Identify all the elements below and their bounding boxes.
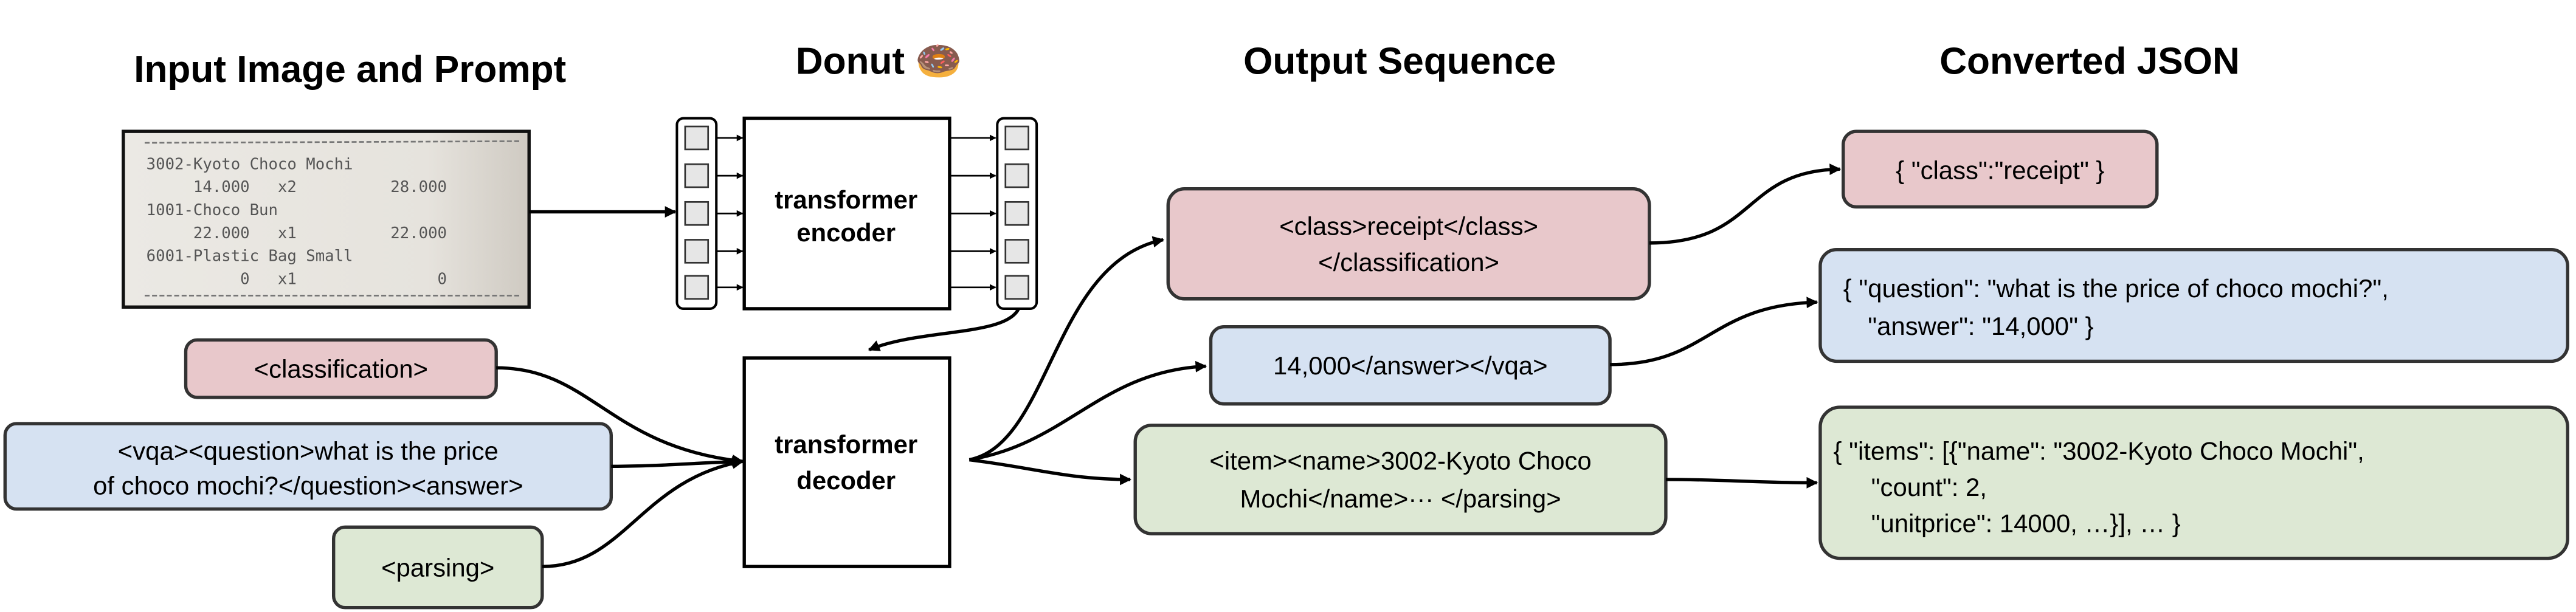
arrow-decoder-to-parsing xyxy=(969,458,1132,486)
decoder-label: transformer xyxy=(775,430,917,459)
token-square xyxy=(684,275,710,300)
receipt-line: 6001-Plastic Bag Small xyxy=(147,247,353,266)
prompt-parsing-text: <parsing> xyxy=(381,553,494,582)
decoder-label: decoder xyxy=(796,466,896,495)
arrow-classification-to-decoder xyxy=(496,366,744,466)
output-parsing-text: <item><name>3002-Kyoto Choco xyxy=(1209,447,1591,475)
output-parsing-text: Mochi</name>··· </parsing> xyxy=(1240,484,1561,513)
json-classification-text: { "class":"receipt" } xyxy=(1896,156,2104,185)
json-parsing-text: "count": 2, xyxy=(1871,473,1987,501)
arrow-decoder-to-classification xyxy=(969,236,1165,462)
json-vqa: { "question": "what is the price of choc… xyxy=(1818,247,2569,363)
token-arrows xyxy=(716,134,996,291)
token-square xyxy=(684,201,710,226)
title-input: Input Image and Prompt xyxy=(134,49,566,91)
output-classification: <class>receipt</class> </classification> xyxy=(1166,187,1651,301)
token-square xyxy=(1004,125,1029,151)
arrow-parsing-to-decoder xyxy=(542,457,744,568)
token-square xyxy=(1004,201,1029,226)
prompt-classification-text: <classification> xyxy=(254,354,428,383)
output-vqa-text: 14,000</answer></vqa> xyxy=(1273,351,1548,380)
arrow-vqa-to-json xyxy=(1610,297,1818,366)
receipt-image: 3002-Kyoto Choco Mochi 14.000 x2 28.000 … xyxy=(122,129,531,309)
prompt-vqa-text: of choco mochi?</question><answer> xyxy=(93,471,523,500)
json-vqa-text: { "question": "what is the price of choc… xyxy=(1843,274,2389,303)
receipt-line: 0 x1 0 xyxy=(147,270,447,288)
token-square xyxy=(684,239,710,264)
encoder-label: transformer xyxy=(775,185,917,214)
receipt-line: 3002-Kyoto Choco Mochi xyxy=(147,155,353,173)
receipt-line: 1001-Choco Bun xyxy=(147,201,278,219)
json-parsing: { "items": [{"name": "3002-Kyoto Choco M… xyxy=(1818,405,2569,560)
transformer-encoder: transformer encoder xyxy=(742,116,951,311)
json-parsing-text: { "items": [{"name": "3002-Kyoto Choco M… xyxy=(1834,437,2364,466)
title-output: Output Sequence xyxy=(1243,41,1556,83)
output-classification-text: </classification> xyxy=(1318,248,1499,277)
token-square xyxy=(684,163,710,188)
arrow-vqa-to-decoder xyxy=(611,456,744,469)
title-json: Converted JSON xyxy=(1939,41,2240,83)
prompt-parsing: <parsing> xyxy=(331,525,544,610)
prompt-vqa: <vqa><question>what is the price of choc… xyxy=(3,422,613,511)
encoder-label: encoder xyxy=(796,218,896,247)
token-square xyxy=(1004,275,1029,300)
arrow-classification-to-json xyxy=(1649,163,1842,245)
json-parsing-text: "unitprice": 14000, …}], … } xyxy=(1871,509,2181,537)
encoder-output-tokens xyxy=(996,117,1038,310)
encoder-input-tokens xyxy=(675,117,718,310)
prompt-classification: <classification> xyxy=(184,338,498,399)
receipt-line: 22.000 x1 22.000 xyxy=(147,224,447,242)
arrow-decoder-to-vqa xyxy=(969,360,1207,462)
json-vqa-text: "answer": "14,000" } xyxy=(1868,312,2093,340)
transformer-decoder: transformer decoder xyxy=(742,356,951,568)
arrow-encoder-to-decoder xyxy=(868,308,1020,351)
receipt-line: 14.000 x2 28.000 xyxy=(147,178,447,196)
token-square xyxy=(684,125,710,151)
title-model: Donut 🍩 xyxy=(796,41,962,83)
json-classification: { "class":"receipt" } xyxy=(1842,129,2159,209)
prompt-vqa-text: <vqa><question>what is the price xyxy=(118,437,499,466)
arrow-parsing-to-json xyxy=(1665,476,1818,489)
output-classification-text: <class>receipt</class> xyxy=(1279,211,1538,240)
token-square xyxy=(1004,163,1029,188)
output-vqa: 14,000</answer></vqa> xyxy=(1209,325,1612,406)
token-square xyxy=(1004,239,1029,264)
output-parsing: <item><name>3002-Kyoto Choco Mochi</name… xyxy=(1133,424,1668,535)
